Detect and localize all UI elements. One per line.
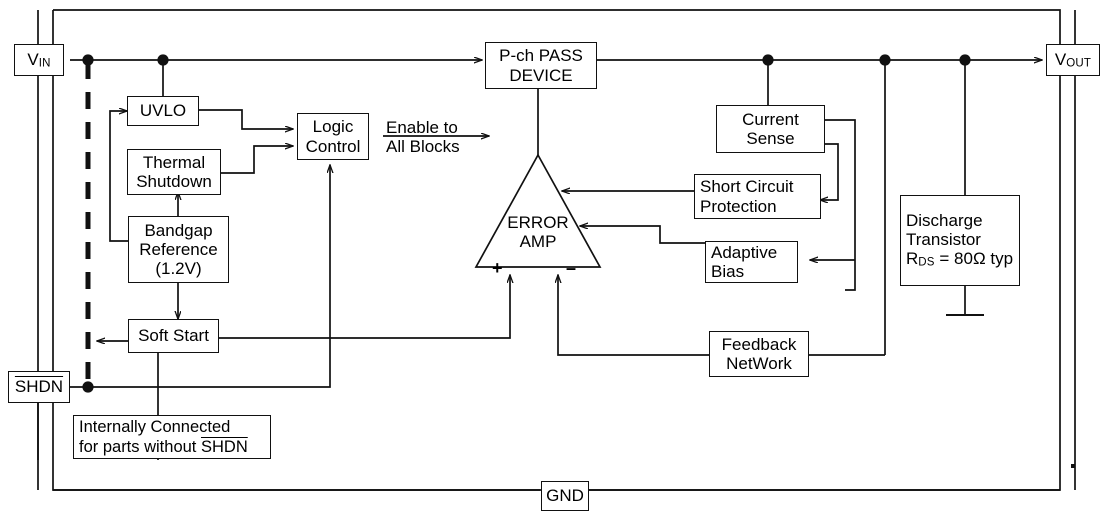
- bandgap-line3: (1.2V): [155, 259, 202, 279]
- wire-feedback-to-erroramp: [558, 275, 709, 356]
- block-discharge-transistor[interactable]: Discharge Transistor RDS = 80Ω typ: [900, 195, 1020, 286]
- feedback-line1: Feedback: [721, 334, 797, 354]
- internal-connection-note: Internally Connected for parts without S…: [73, 415, 271, 460]
- block-current-sense[interactable]: Current Sense: [716, 105, 825, 153]
- error-amp-triangle: [474, 153, 602, 268]
- short-circuit-line2: Protection: [700, 196, 777, 216]
- error-amp-plus: +: [492, 258, 503, 278]
- block-adaptive-bias[interactable]: Adaptive Bias: [705, 241, 798, 283]
- block-pass-device[interactable]: P-ch PASS DEVICE: [485, 42, 597, 89]
- shdn-label: SHDN: [14, 377, 64, 396]
- block-feedback-network[interactable]: Feedback NetWork: [709, 331, 809, 377]
- wire-softstart-to-erroramp: [219, 275, 510, 339]
- bandgap-line1: Bandgap: [144, 220, 213, 240]
- block-uvlo[interactable]: UVLO: [127, 96, 199, 126]
- junction-dot-discharge: [959, 54, 971, 66]
- uvlo-label: UVLO: [139, 101, 187, 121]
- soft-start-label: Soft Start: [138, 326, 209, 346]
- pass-device-line2: DEVICE: [509, 65, 573, 85]
- adaptive-bias-line1: Adaptive: [711, 242, 778, 262]
- wire-thermal-to-logic: [221, 146, 293, 174]
- vout-port[interactable]: VOUT: [1046, 44, 1100, 76]
- vin-port[interactable]: VIN: [14, 44, 64, 76]
- error-amp-minus: –: [566, 258, 577, 278]
- junction-dot-feedback: [879, 54, 891, 66]
- wire-uvlo-to-logic: [199, 109, 293, 129]
- feedback-line2: NetWork: [726, 354, 792, 373]
- adaptive-bias-line2: Bias: [711, 262, 745, 281]
- note-line1: Internally Connected: [79, 418, 231, 436]
- note-line2: for parts without SHDN: [79, 438, 248, 457]
- current-sense-line2: Sense: [746, 129, 795, 148]
- vin-label: VIN: [27, 50, 51, 70]
- block-bandgap-reference[interactable]: Bandgap Reference (1.2V): [128, 216, 229, 283]
- block-short-circuit-protection[interactable]: Short Circuit Protection: [694, 174, 821, 219]
- junction-dot-vin: [82, 54, 94, 66]
- thermal-line1: Thermal: [142, 152, 206, 172]
- enable-line1: Enable to: [386, 118, 458, 137]
- enable-label: Enable to All Blocks: [386, 118, 460, 156]
- thermal-line2: Shutdown: [136, 172, 212, 191]
- wire-shdn-to-logic: [70, 165, 330, 388]
- gnd-port[interactable]: GND: [541, 481, 589, 511]
- shdn-port[interactable]: SHDN: [8, 371, 70, 403]
- junction-dot-shdn: [82, 381, 94, 393]
- discharge-line1: Discharge: [906, 211, 983, 231]
- block-thermal-shutdown[interactable]: Thermal Shutdown: [127, 149, 221, 195]
- wire-bandgap-to-uvlo: [109, 111, 128, 242]
- discharge-line3: RDS = 80Ω typ: [906, 249, 1014, 269]
- enable-line2: All Blocks: [386, 137, 460, 157]
- gnd-label: GND: [546, 486, 584, 505]
- discharge-line2: Transistor: [906, 230, 981, 250]
- pass-device-line1: P-ch PASS: [499, 46, 583, 66]
- wire-currentsense-to-shortcircuit: [820, 143, 839, 200]
- block-soft-start[interactable]: Soft Start: [128, 319, 219, 353]
- logic-line2: Control: [305, 136, 361, 156]
- short-circuit-line1: Short Circuit: [700, 177, 794, 197]
- block-logic-control[interactable]: Logic Control: [297, 113, 369, 160]
- wire-adaptivebias-to-erroramp: [580, 226, 705, 244]
- wire-currentsense-down: [825, 119, 856, 291]
- stray-mark: [1071, 464, 1075, 468]
- bandgap-line2: Reference: [139, 239, 218, 259]
- logic-line1: Logic: [312, 117, 354, 137]
- junction-dot-current-sense: [762, 54, 774, 66]
- current-sense-line1: Current: [742, 109, 799, 129]
- vout-label: VOUT: [1054, 50, 1092, 70]
- junction-dot-uvlo: [157, 54, 169, 66]
